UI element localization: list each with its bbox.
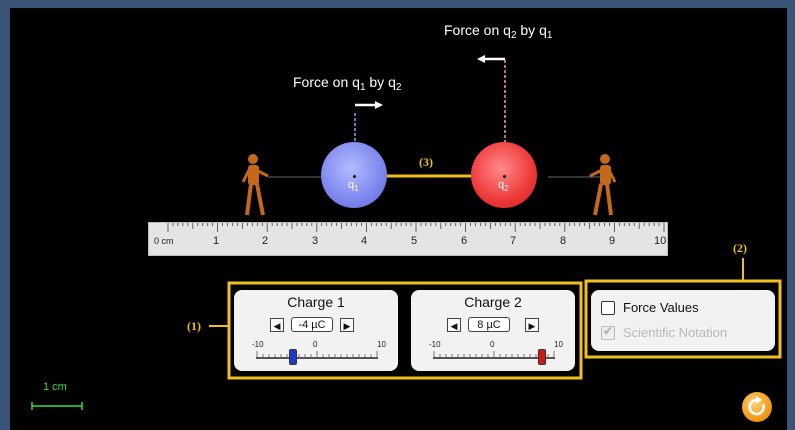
annotation-one: (1)	[187, 319, 201, 333]
left-figure	[241, 154, 269, 216]
force-values-option[interactable]: Force Values	[601, 300, 751, 316]
charge-1-value: -4 µC	[291, 317, 333, 332]
annotation-three: (3)	[419, 155, 433, 169]
ruler-tick-7: 7	[510, 235, 517, 247]
charge-1-slider-thumb[interactable]	[289, 349, 297, 365]
charge-2-slider-thumb[interactable]	[538, 349, 546, 365]
scientific-notation-checkbox: ✔	[601, 324, 615, 340]
scientific-notation-label: Scientific Notation	[623, 325, 728, 340]
charge-2-panel: Charge 2 ◀ 8 µC ▶ -10 0 10	[411, 290, 575, 371]
ruler-tick-10: 10	[654, 235, 667, 247]
charge-2-value: 8 µC	[468, 317, 510, 332]
check-icon: ✔	[603, 324, 614, 338]
ruler-tick-4: 4	[361, 235, 368, 247]
charge-1-slider-track	[256, 357, 378, 359]
force-values-label: Force Values	[623, 300, 699, 315]
force-arrow-q2	[477, 55, 505, 63]
q1-label: q1	[348, 179, 359, 194]
charge-1-increment-button[interactable]: ▶	[340, 318, 354, 332]
ruler-tick-9: 9	[609, 235, 616, 247]
ruler-tick-1: 1	[213, 235, 220, 247]
ruler-tick-8: 8	[560, 235, 567, 247]
charge-2-mid-label: 0	[490, 340, 495, 349]
charge-1-panel: Charge 1 ◀ -4 µC ▶ -10 0 10	[234, 290, 398, 371]
charge-1-slider[interactable]	[256, 348, 378, 366]
charge-2-title: Charge 2	[464, 294, 522, 310]
force-arrow-q1	[355, 101, 383, 109]
ruler[interactable]: 0 cm 1 2 3 4 5 6 7 8 9 10	[148, 222, 668, 256]
charge-2-max-label: 10	[554, 340, 563, 349]
charge-2-slider-track	[433, 357, 555, 359]
charge-q2[interactable]: q2	[471, 142, 537, 208]
options-panel: Force Values ✔ Scientific Notation	[591, 290, 775, 351]
force-values-checkbox[interactable]	[601, 301, 615, 315]
ruler-unit-label: 0 cm	[154, 236, 174, 246]
charge-2-decrement-button[interactable]: ◀	[447, 318, 461, 332]
reset-button[interactable]	[742, 392, 772, 422]
charge-2-increment-button[interactable]: ▶	[525, 318, 539, 332]
force-on-q2-label: Force on q2 by q1	[444, 22, 553, 41]
q2-center-dot	[503, 175, 506, 178]
charge-1-title: Charge 1	[287, 294, 345, 310]
scene-graphics	[31, 55, 782, 410]
charge-1-min-label: -10	[252, 340, 264, 349]
simulation-stage: Force on q2 by q1 Force on q1 by q2	[10, 8, 787, 430]
ruler-tick-3: 3	[312, 235, 319, 247]
ruler-tick-2: 2	[262, 235, 269, 247]
annotation-two: (2)	[733, 241, 747, 255]
q2-label: q2	[498, 179, 509, 194]
scale-label: 1 cm	[43, 381, 67, 393]
charge-2-slider[interactable]	[433, 348, 555, 366]
charge-1-decrement-button[interactable]: ◀	[270, 318, 284, 332]
ruler-tick-5: 5	[411, 235, 418, 247]
q1-center-dot	[353, 175, 356, 178]
scale-bar	[31, 402, 83, 410]
ruler-tick-6: 6	[461, 235, 468, 247]
force-on-q1-label: Force on q1 by q2	[293, 74, 402, 93]
options-highlight	[584, 279, 782, 359]
charge-panels-highlight	[227, 281, 583, 380]
scientific-notation-option: ✔ Scientific Notation	[601, 324, 761, 341]
right-figure	[589, 154, 617, 216]
charge-2-min-label: -10	[429, 340, 441, 349]
reset-icon	[748, 396, 765, 416]
ruler-ticks	[167, 223, 665, 232]
charge-1-mid-label: 0	[313, 340, 318, 349]
charge-1-max-label: 10	[377, 340, 386, 349]
charge-q1[interactable]: q1	[321, 142, 387, 208]
